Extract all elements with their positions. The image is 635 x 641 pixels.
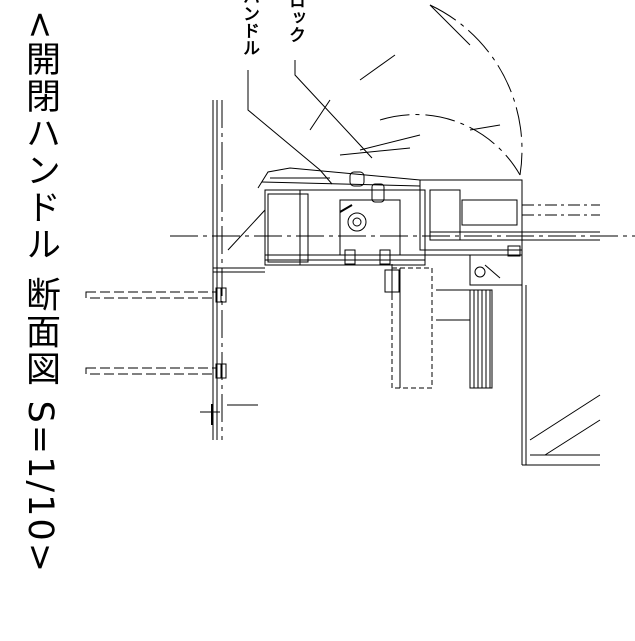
callout-lock-label: ロック (285, 0, 305, 43)
gasket-hatch (436, 289, 493, 389)
handle-housing (264, 171, 426, 266)
anchor-bolt-upper (85, 287, 227, 303)
glazing-lines (430, 204, 600, 241)
callout-handle-label: ハンドル (239, 0, 259, 56)
mullion (384, 264, 433, 389)
anchor-bolt-lower (85, 363, 227, 379)
lower-panel (521, 250, 601, 466)
base-bracket (200, 404, 258, 425)
drawing-title: <開閉ハンドル 断面図 S=1/10> (20, 10, 60, 575)
handle-lever (257, 167, 421, 189)
swing-guides (309, 4, 501, 156)
leader-lines (247, 60, 373, 185)
swing-arc (379, 4, 523, 176)
wall-frame (212, 100, 266, 440)
